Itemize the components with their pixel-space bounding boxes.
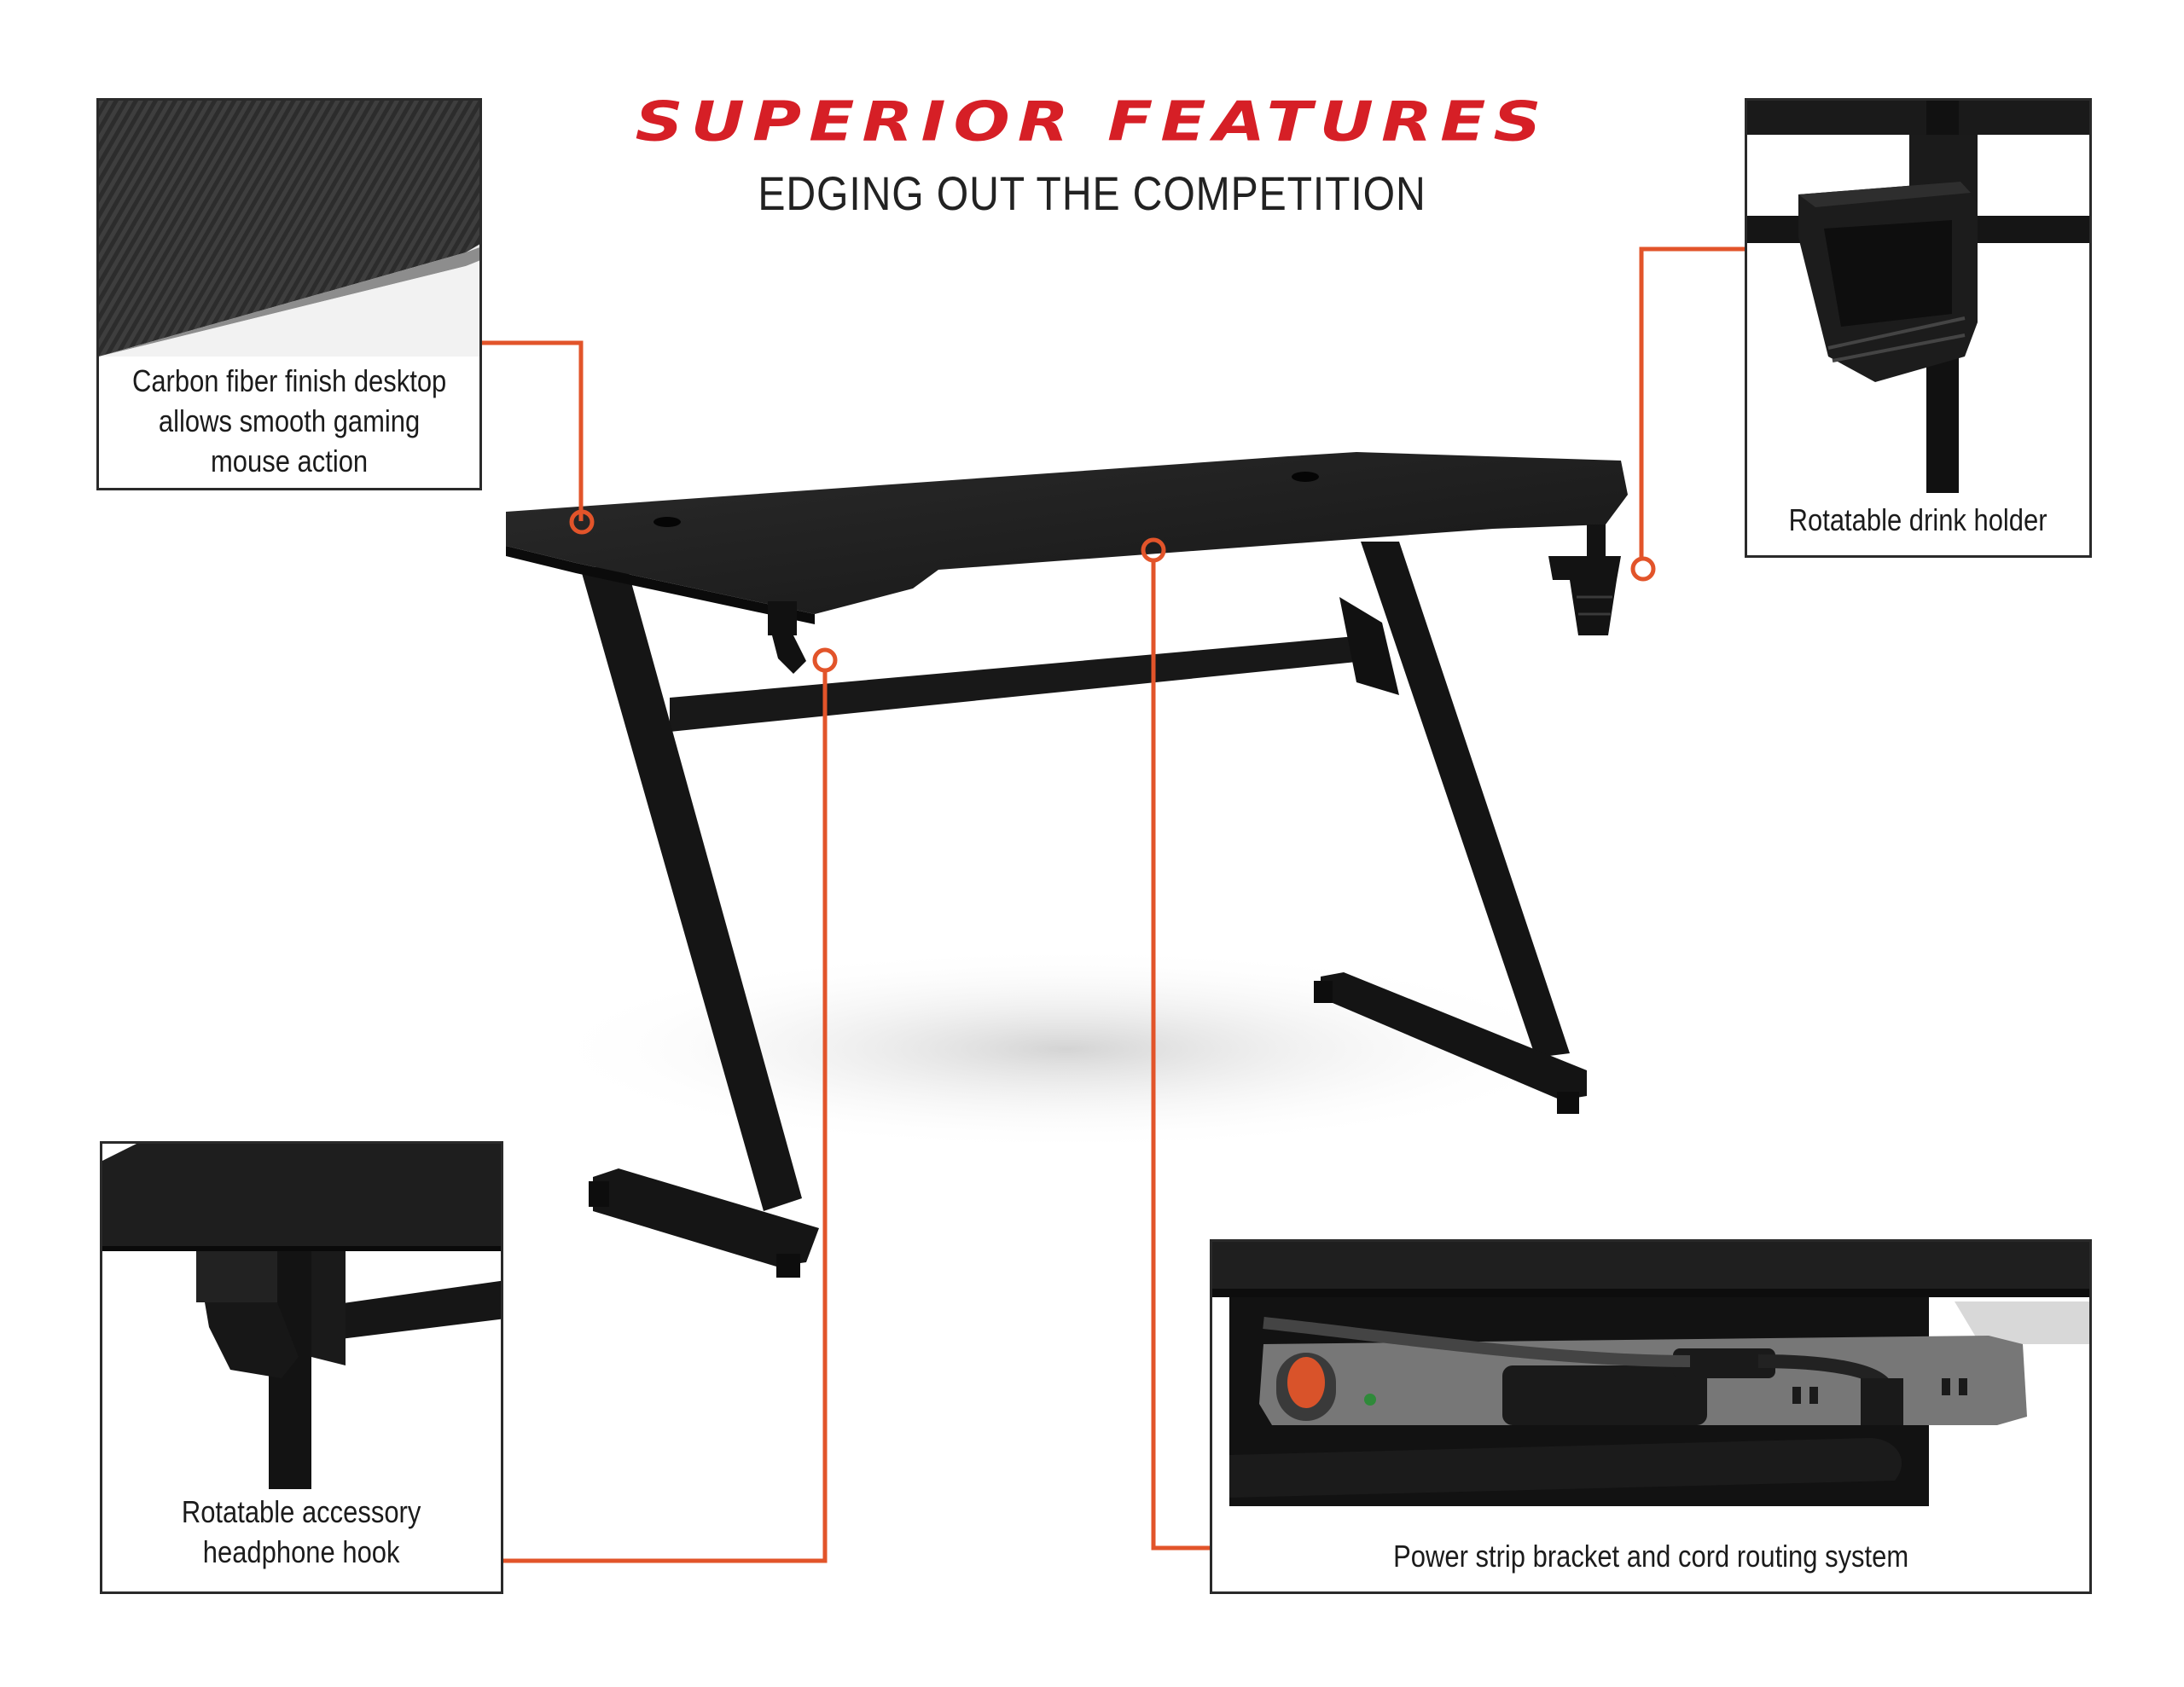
page-title: SUPERIOR FEATURES [635,90,1549,154]
callout-drink-line [1639,246,1745,559]
power-strip-photo [1212,1242,2089,1528]
headphone-hook-photo [102,1144,501,1489]
drink-holder-photo [1747,101,2089,493]
carbon-caption: Carbon fiber finish desktop allows smoot… [99,361,479,481]
drink-caption: Rotatable drink holder [1789,502,2048,537]
callout-headphone-line [503,670,828,1563]
callout-carbon-line [482,340,584,521]
carbon-caption-line-2: allows smooth gaming [158,403,421,438]
header: SUPERIOR FEATURES EDGING OUT THE COMPETI… [0,84,2184,221]
callout-drink-dot [1630,556,1656,582]
desk-right-leg [1314,542,1587,1114]
feature-carbon-panel: Carbon fiber finish desktop allows smoot… [96,98,482,490]
headphone-caption-line-1: Rotatable accessory [182,1494,421,1529]
headphone-caption: Rotatable accessory headphone hook [102,1492,501,1572]
callout-power-dot [1141,537,1166,563]
carbon-fiber-photo [99,101,479,357]
headphone-caption-line-2: headphone hook [203,1534,400,1569]
desktop-surface [506,452,1628,614]
page-subtitle: EDGING OUT THE COMPETITION [758,166,1426,220]
carbon-caption-line-3: mouse action [210,443,369,478]
feature-power-panel: Power strip bracket and cord routing sys… [1210,1239,2092,1594]
floor-shadow [537,947,1595,1151]
feature-headphone-panel: Rotatable accessory headphone hook [100,1141,503,1594]
callout-carbon-dot [569,509,595,535]
desk-crossbar [670,635,1365,732]
callout-power-line [1151,560,1210,1551]
desk-left-leg [580,567,819,1278]
power-caption: Power strip bracket and cord routing sys… [1393,1539,1908,1574]
headphone-hook [768,601,806,674]
callout-lines [482,246,1745,1563]
feature-drink-panel: Rotatable drink holder [1745,98,2092,558]
callout-headphone-dot [812,647,838,673]
cup-holder [1548,525,1621,635]
carbon-caption-line-1: Carbon fiber finish desktop [131,363,447,398]
